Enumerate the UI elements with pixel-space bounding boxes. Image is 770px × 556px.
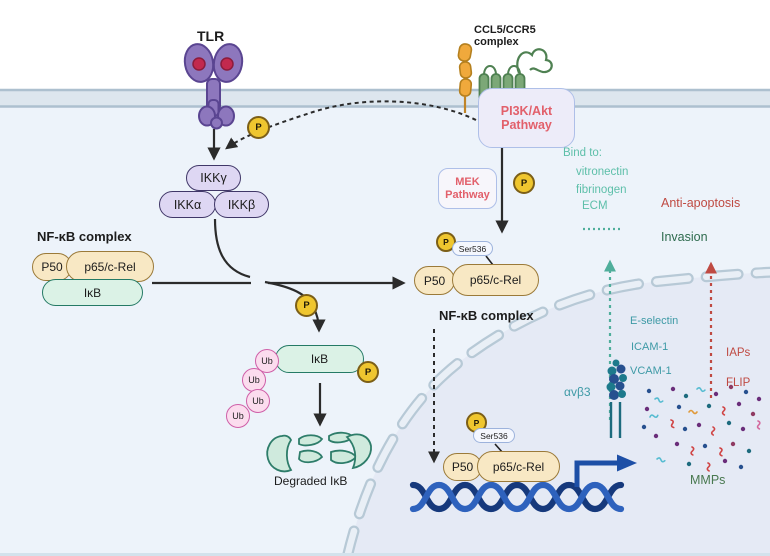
ccl5-ligand [457, 43, 473, 113]
ser536-tag-cytoplasm: Ser536 [452, 241, 493, 256]
ubiquitin-badge-4: Ub [226, 404, 250, 428]
ikb-protein-left: IκB [42, 279, 143, 306]
phosphate-badge-ikb: P [357, 361, 379, 383]
ikk-alpha-subunit: IKKα [159, 191, 216, 218]
ubiquitin-badge-1: Ub [255, 349, 279, 373]
nfkb-complex-left-title: NF-κB complex [37, 229, 132, 244]
tlr-ligand-dot [220, 57, 234, 71]
ccl5-ccr5-label-line1: CCL5/CCR5 [474, 24, 536, 36]
p65-crel-protein-nucleus: p65/c-Rel [477, 451, 560, 482]
integrin-avb3-label: αvβ3 [564, 385, 591, 399]
ccl5-ccr5-label-line2: complex [474, 36, 519, 49]
mek-box-line2: Pathway [445, 188, 490, 201]
bind-target-fibrinogen: fibrinogen [576, 184, 627, 196]
ccr5-extracellular-loop [516, 48, 553, 74]
ikk-phosphorylation-curve [213, 218, 251, 279]
tlr-ligand-dot [192, 57, 206, 71]
mmps-label: MMPs [690, 473, 726, 487]
mek-pathway-box: MEK Pathway [438, 168, 497, 209]
ccl5-ccr5-label: CCL5/CCR5 complex [474, 24, 536, 48]
p50-protein-right: P50 [414, 266, 455, 295]
anti-apoptosis-label: Anti-apoptosis [661, 196, 741, 210]
degraded-ikb-fragments [266, 431, 372, 473]
ikk-beta-subunit: IKKβ [214, 191, 269, 218]
invasion-label: Invasion [661, 230, 708, 244]
bind-target-ecm: ECM [582, 200, 608, 212]
ubiquitin-badge-3: Ub [246, 389, 270, 413]
phosphate-badge-ser536-nucleus: P [466, 412, 487, 433]
ikk-gamma-subunit: IKKγ [186, 165, 241, 191]
bind-to-label: Bind to: [563, 147, 602, 159]
dna-double-helix [409, 481, 625, 513]
plasma-membrane [0, 88, 770, 108]
tlr-label: TLR [197, 28, 225, 44]
mek-box-line1: MEK [455, 175, 480, 188]
degraded-ikb-label: Degraded IκB [274, 474, 348, 488]
nfkb-complex-right-title: NF-κB complex [439, 308, 534, 323]
phosphate-badge-mek: P [513, 172, 535, 194]
signal-arrows [152, 129, 509, 427]
iaps-label: IAPs [726, 347, 751, 359]
arrow-pi3k-dashed [225, 100, 477, 150]
phosphate-badge-tlr: P [247, 116, 270, 139]
pi3k-box-line2: Pathway [501, 118, 552, 132]
phosphate-badge-ser536-cytoplasm: P [436, 232, 456, 252]
flip-label: FLIP [726, 377, 751, 389]
pi3k-box-line1: PI3K/Akt [500, 103, 553, 118]
bind-target-vitronectin: vitronectin [576, 166, 629, 178]
p65-crel-protein-right: p65/c-Rel [452, 264, 539, 296]
p65-crel-protein-left: p65/c-Rel [66, 251, 154, 282]
ikb-protein-ubiquitinated: IκB [275, 345, 364, 373]
vcam1-label: VCAM-1 [630, 365, 672, 377]
e-selectin-label: E-selectin [630, 315, 679, 327]
phosphate-badge-ikk-curve: P [295, 294, 318, 317]
integrin-avb3-graphic [606, 359, 627, 438]
nucleus-region [341, 266, 770, 556]
pi3k-akt-pathway-box: PI3K/Akt Pathway [478, 88, 575, 148]
secreted-molecules-scatter [641, 384, 762, 472]
image-bottom-border [0, 553, 770, 556]
p50-protein-nucleus: P50 [443, 453, 482, 481]
tlr-receptor [183, 43, 244, 130]
ser536-tag-nucleus: Ser536 [473, 428, 515, 443]
transcription-start-arrow [574, 454, 637, 487]
icam1-label: ICAM-1 [631, 341, 669, 353]
